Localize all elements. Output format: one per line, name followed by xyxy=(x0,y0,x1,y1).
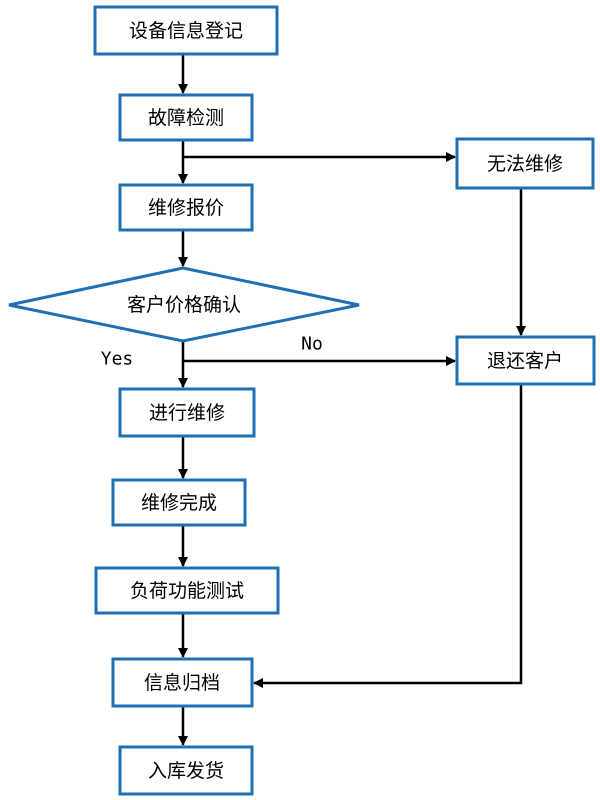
box-return xyxy=(455,335,596,386)
connectors xyxy=(178,54,526,746)
box-quote xyxy=(118,183,254,232)
box-register xyxy=(93,5,279,56)
diamond-confirm xyxy=(8,266,360,343)
arrow-return-to-archive xyxy=(253,384,523,688)
node-return: 退还客户 xyxy=(455,335,596,386)
node-confirm: 客户价格确认 xyxy=(8,266,360,343)
label-archive: 信息归档 xyxy=(144,672,220,694)
box-archive xyxy=(111,657,254,708)
node-cannot-repair: 无法维修 xyxy=(455,137,595,190)
label-yes: Yes xyxy=(101,349,134,370)
box-repair xyxy=(118,387,256,438)
box-detect xyxy=(118,93,254,142)
edge-labels: Yes No xyxy=(101,334,323,370)
node-detect: 故障检测 xyxy=(118,93,254,142)
box-done xyxy=(111,478,247,527)
box-ship xyxy=(118,745,254,796)
node-ship: 入库发货 xyxy=(118,745,254,796)
node-quote: 维修报价 xyxy=(118,183,254,232)
label-ship: 入库发货 xyxy=(148,760,224,782)
label-detect: 故障检测 xyxy=(148,107,224,129)
node-done: 维修完成 xyxy=(111,478,247,527)
label-no: No xyxy=(301,334,323,355)
label-cannot-repair: 无法维修 xyxy=(487,153,563,175)
label-load-test: 负荷功能测试 xyxy=(130,580,244,602)
node-archive: 信息归档 xyxy=(111,657,254,708)
label-repair: 进行维修 xyxy=(149,402,225,424)
label-confirm: 客户价格确认 xyxy=(127,294,241,316)
node-register: 设备信息登记 xyxy=(93,5,279,56)
node-load-test: 负荷功能测试 xyxy=(94,566,280,615)
node-repair: 进行维修 xyxy=(118,387,256,438)
label-quote: 维修报价 xyxy=(148,197,224,219)
nodes: 设备信息登记 故障检测 维修报价 客户价格确认 进行维修 维修完成 负荷功能测试 xyxy=(8,5,596,796)
label-register: 设备信息登记 xyxy=(129,20,243,42)
label-return: 退还客户 xyxy=(487,350,563,372)
box-load-test xyxy=(94,566,280,615)
label-done: 维修完成 xyxy=(141,492,217,514)
box-cannot-repair xyxy=(455,137,595,190)
